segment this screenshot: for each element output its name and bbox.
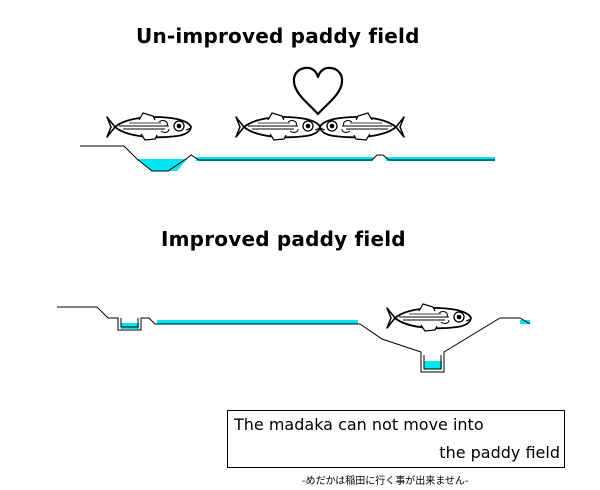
stream-water	[137, 159, 187, 171]
fish-icon	[386, 303, 472, 332]
drain-inner-line	[120, 318, 139, 328]
drain-water	[121, 323, 139, 329]
paddy-water	[386, 157, 495, 161]
paddy-water	[157, 320, 358, 324]
unimproved-scene	[80, 66, 495, 172]
fish-icon	[319, 112, 405, 141]
fish-icon	[235, 112, 321, 141]
caption-line-2: the paddy field	[439, 443, 560, 462]
japanese-note: -めだかは稲田に行く事が出来ません-	[302, 476, 469, 487]
caption-box: The madaka can not move into the paddy f…	[227, 410, 565, 468]
drain-water	[424, 361, 442, 369]
paddy-water	[520, 320, 530, 324]
improved-scene	[57, 303, 531, 373]
unimproved-title: Un-improved paddy field	[136, 24, 420, 48]
fish-icon	[106, 112, 192, 141]
improved-title: Improved paddy field	[161, 227, 406, 251]
paddy-water	[196, 157, 373, 161]
caption-line-1: The madaka can not move into	[234, 415, 484, 434]
ground-profile	[57, 306, 531, 373]
ground-profile	[80, 145, 495, 172]
drain-inner-line	[423, 355, 442, 370]
heart-icon	[292, 66, 344, 116]
